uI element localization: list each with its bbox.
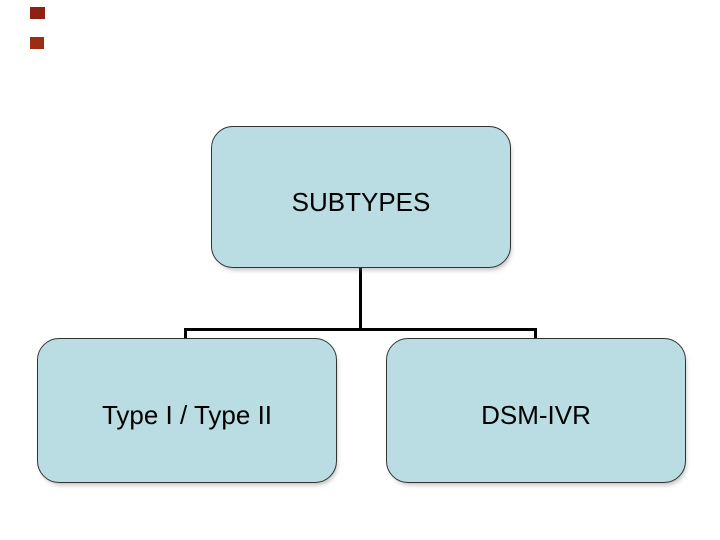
diagram-node-subtypes: SUBTYPES	[211, 126, 511, 268]
diagram-node-subtypes-label: SUBTYPES	[291, 186, 431, 217]
decor-red-square-top	[30, 7, 45, 19]
diagram-node-dsm-ivr: DSM-IVR	[386, 338, 686, 483]
connector-left-drop	[184, 328, 187, 338]
connector-horizontal-bar	[184, 328, 537, 331]
diagram-node-type-i-type-ii-label: Type I / Type II	[101, 400, 273, 430]
connector-vertical-stem	[359, 267, 362, 328]
connector-right-drop	[534, 328, 537, 338]
diagram-node-dsm-ivr-label: DSM-IVR	[481, 400, 591, 430]
diagram-node-type-i-type-ii: Type I / Type II	[37, 338, 337, 483]
decor-red-square-bottom	[30, 37, 44, 49]
